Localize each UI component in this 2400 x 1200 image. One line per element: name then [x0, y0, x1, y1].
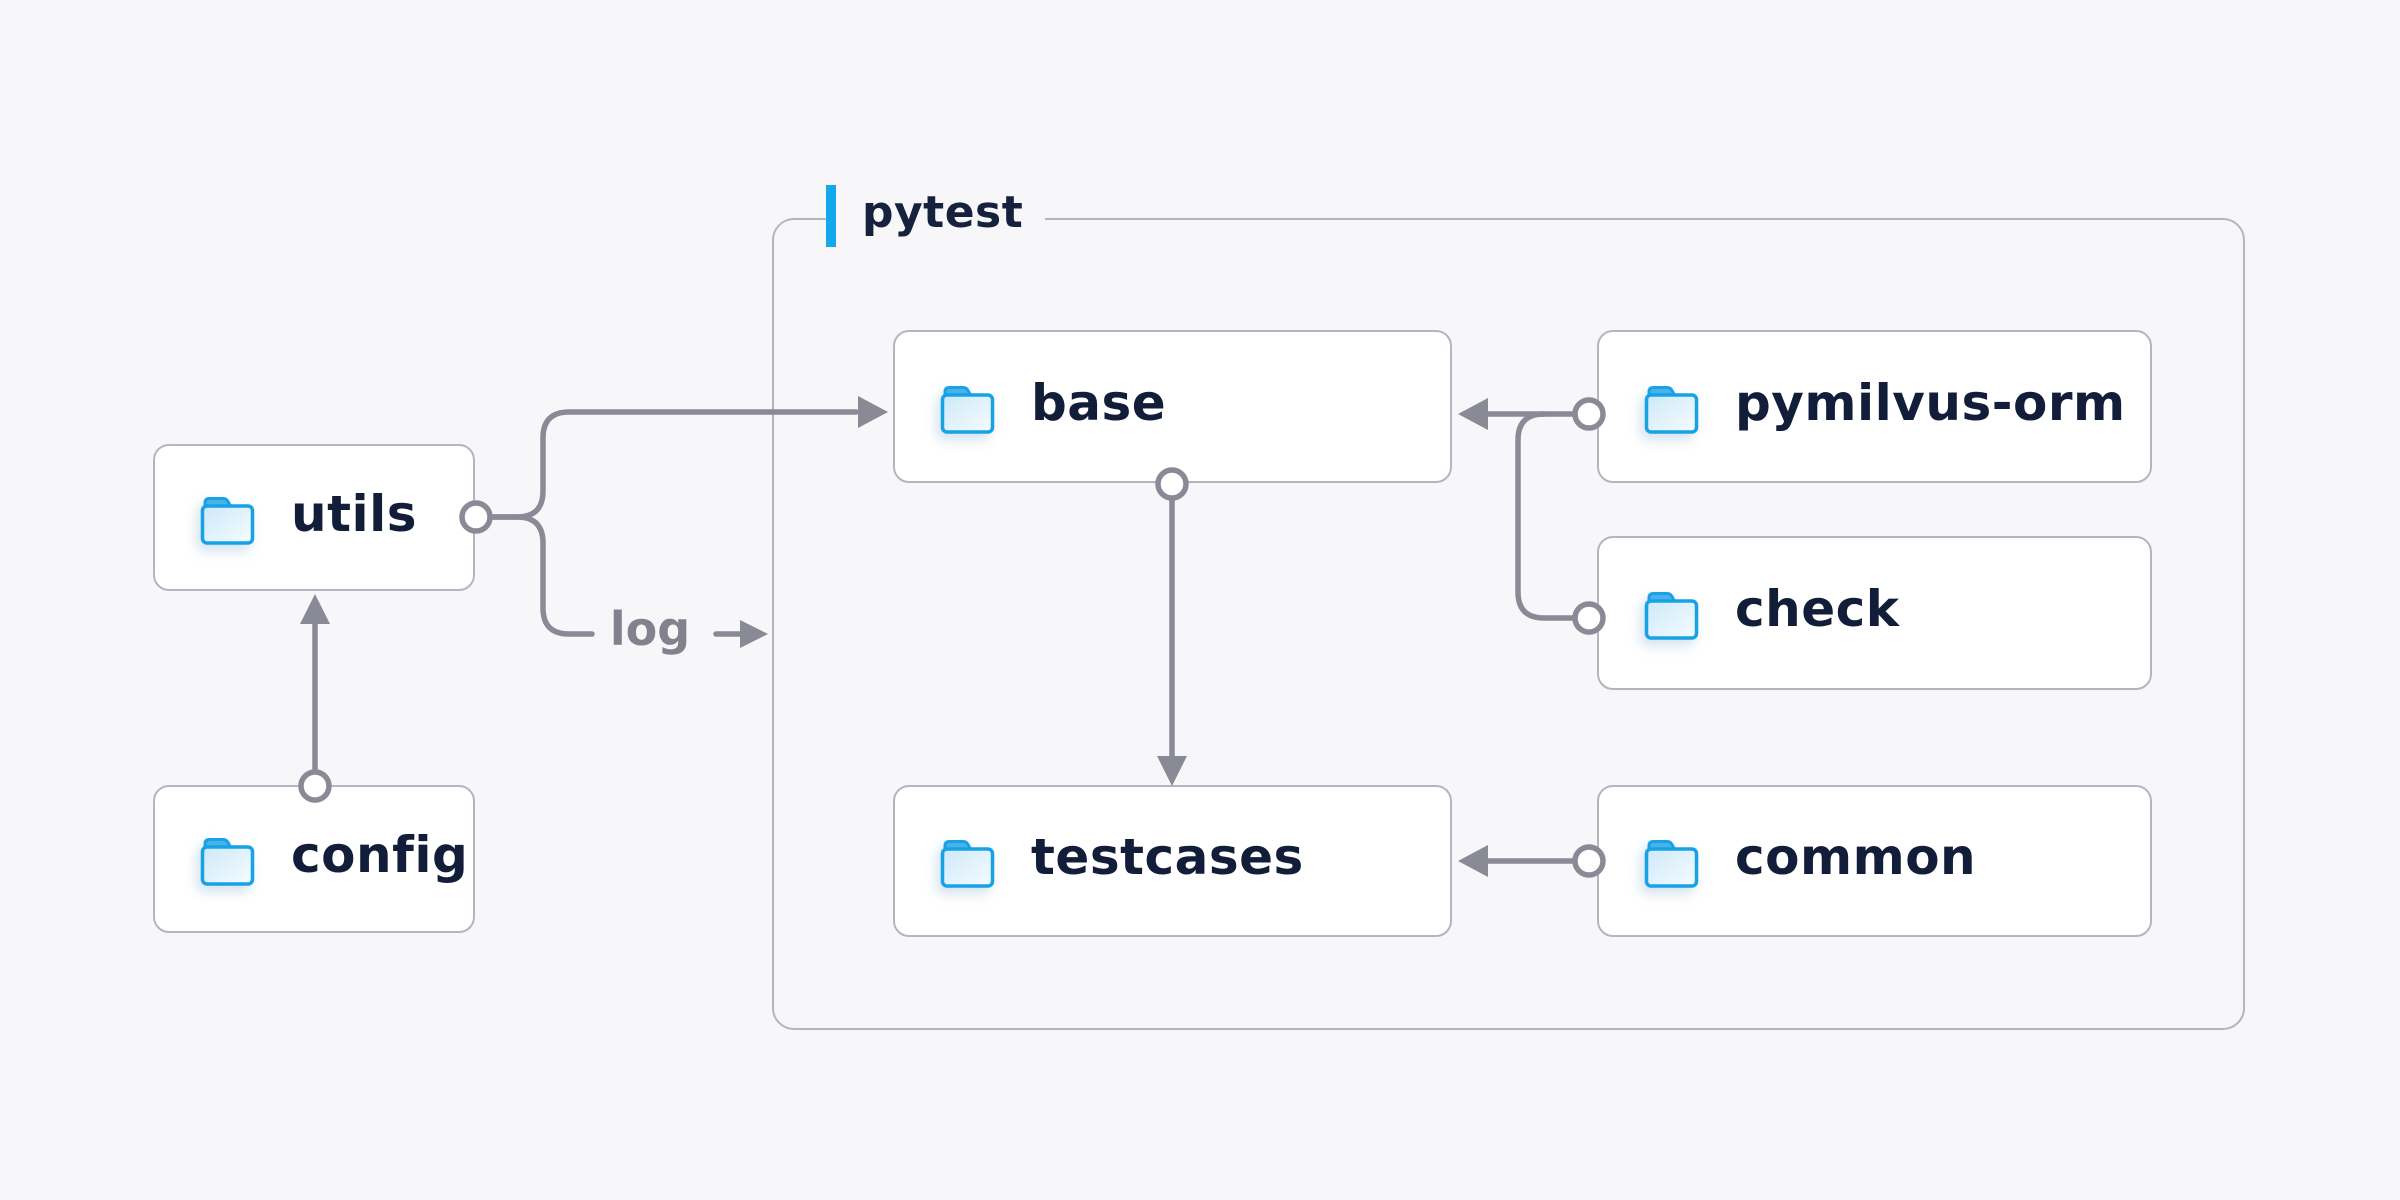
arrowhead-into-utils-bottom	[300, 594, 330, 624]
folder-icon	[1644, 385, 1699, 434]
folder-icon	[1644, 839, 1699, 888]
pytest-group-label: pytest	[826, 184, 1046, 248]
folder-icon	[940, 839, 995, 888]
node-base: base	[893, 330, 1452, 483]
node-base-label: base	[1031, 373, 1167, 432]
node-testcases-label: testcases	[1031, 828, 1304, 886]
arrowhead-log	[740, 620, 768, 648]
node-utils-label: utils	[291, 484, 418, 543]
folder-icon	[1644, 591, 1699, 640]
folder-icon	[200, 496, 255, 545]
node-config-label: config	[291, 826, 469, 884]
node-utils: utils	[153, 444, 475, 591]
accent-bar	[826, 185, 836, 247]
node-config: config	[153, 785, 475, 933]
pytest-group-container	[772, 218, 2245, 1030]
edge-utils-log	[487, 514, 595, 637]
node-check-label: check	[1735, 580, 1900, 638]
node-pymilvus-orm: pymilvus-orm	[1597, 330, 2152, 483]
node-common-label: common	[1735, 828, 1977, 886]
node-testcases: testcases	[893, 785, 1452, 937]
node-check: check	[1597, 536, 2152, 690]
folder-icon	[200, 837, 255, 886]
edge-label-log: log	[609, 602, 691, 656]
node-pymilvus-orm-label: pymilvus-orm	[1735, 373, 2126, 432]
pytest-group-title: pytest	[862, 187, 1024, 238]
node-common: common	[1597, 785, 2152, 937]
folder-icon	[940, 385, 995, 434]
